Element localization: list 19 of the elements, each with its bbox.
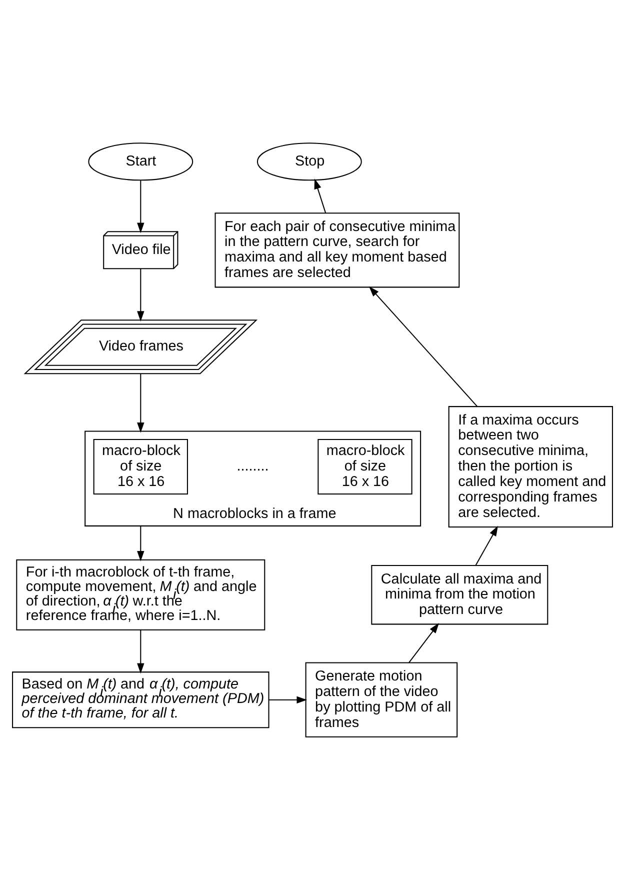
arrow [408, 623, 440, 664]
node-box: For each pair of consecutive minima in the pattern curve, search for maxima and all key moment based frames are selected [214, 212, 460, 288]
arrow [137, 374, 144, 433]
arrow [137, 526, 144, 562]
node-box: If a maxima occurs between two consecutive minima, then the portion is called key moment and corresponding frames are selected. [448, 406, 613, 528]
node-box: macro-block of size 16 x 16 [318, 438, 412, 495]
label: ........ [236, 458, 269, 475]
node-box: Generate motion pattern of the video by plotting PDM of all frames [305, 662, 458, 738]
arrow [475, 526, 498, 566]
node-box: Calculate all maxima and minima from the motion pattern curve [371, 565, 548, 625]
node-ellipse: Stop [256, 142, 362, 181]
arrow [137, 630, 144, 674]
arrow [269, 696, 308, 704]
arrow [137, 268, 144, 322]
arrow [137, 180, 144, 234]
arrow [314, 178, 326, 214]
arrow [368, 286, 478, 407]
node-box: macro-block of size 16 x 16 [93, 438, 188, 495]
node-ellipse: Start [88, 142, 194, 181]
